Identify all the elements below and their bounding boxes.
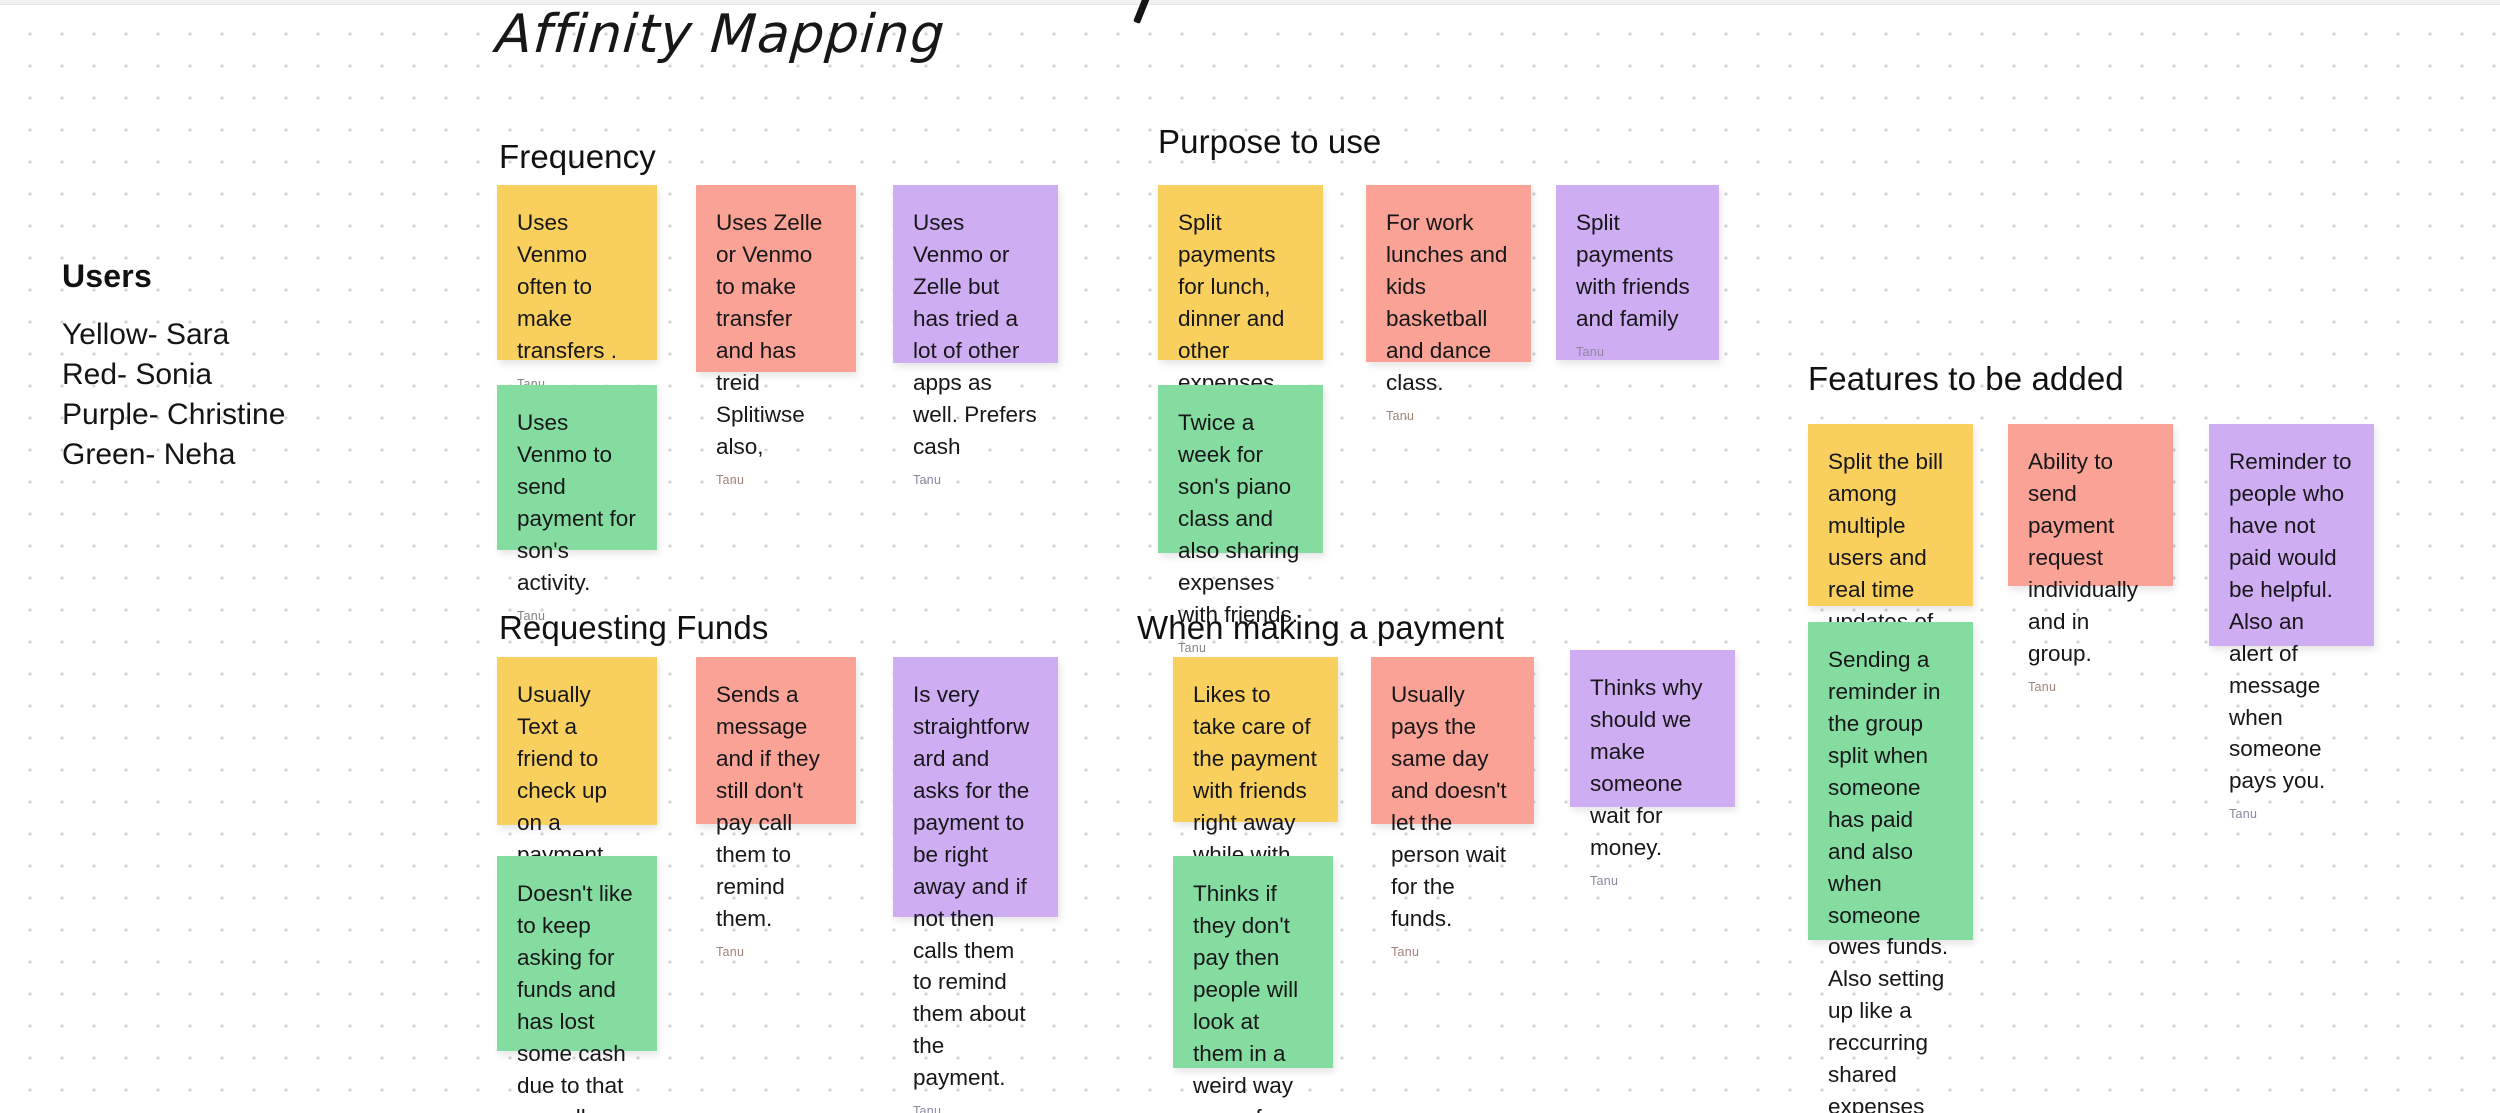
sticky-note[interactable]: Sends a message and if they still don't … (696, 657, 856, 959)
note-author: Tanu (1178, 640, 1207, 655)
sticky-note[interactable]: Sending a reminder in the group split wh… (1808, 622, 1973, 1113)
page-title: Affinity Mapping (493, 4, 948, 65)
note-author: Tanu (517, 608, 546, 623)
note-author: Tanu (2229, 807, 2258, 822)
legend-title: Users (62, 258, 152, 294)
note-author: Tanu (2028, 679, 2057, 694)
sticky-note[interactable]: Uses Venmo to send payment for son's act… (497, 385, 657, 623)
section-heading-frequency: Frequency (499, 138, 656, 175)
top-chrome-strip (0, 0, 2500, 5)
sticky-note[interactable]: Split payments with friends and family T… (1556, 185, 1719, 360)
note-text: Ability to send payment request individu… (2028, 449, 2145, 666)
legend-item-yellow: Yellow- Sara (62, 318, 230, 351)
note-text: Twice a week for son's piano class and a… (1178, 410, 1306, 627)
sticky-note[interactable]: Reminder to people who have not paid wou… (2209, 424, 2374, 821)
note-author: Tanu (716, 944, 745, 959)
note-text: Sends a message and if they still don't … (716, 682, 827, 931)
sticky-note[interactable]: Thinks if they don't pay then people wil… (1173, 856, 1333, 1113)
note-text: Sending a reminder in the group split wh… (1828, 647, 1949, 1113)
sticky-note[interactable]: Is very straightforward and asks for the… (893, 657, 1058, 1113)
note-text: Uses Venmo to send payment for son's act… (517, 410, 643, 595)
sticky-note[interactable]: Split payments for lunch, dinner and oth… (1158, 185, 1323, 455)
note-author: Tanu (913, 1104, 942, 1113)
note-text: Thinks if they don't pay then people wil… (1193, 881, 1299, 1113)
sticky-note[interactable]: Twice a week for son's piano class and a… (1158, 385, 1323, 655)
section-heading-features-to-be-added: Features to be added (1808, 360, 2124, 397)
legend-item-green: Green- Neha (62, 437, 236, 471)
note-author: Tanu (716, 472, 745, 487)
note-text: Thinks why should we make someone wait f… (1590, 675, 1709, 860)
legend-item-red: Red- Sonia (62, 357, 213, 391)
sticky-note[interactable]: Doesn't like to keep asking for funds an… (497, 856, 657, 1113)
note-text: Uses Venmo or Zelle but has tried a lot … (913, 210, 1044, 459)
sticky-note[interactable]: Uses Zelle or Venmo to make transfer and… (696, 185, 856, 487)
note-author: Tanu (1386, 408, 1415, 423)
note-author: Tanu (1590, 873, 1619, 888)
note-author: Tanu (1576, 344, 1605, 359)
sticky-note[interactable]: Thinks why should we make someone wait f… (1570, 650, 1735, 888)
users-legend: Users Yellow- Sara Red- Sonia Purple- Ch… (62, 258, 422, 475)
sticky-note[interactable]: Likes to take care of the payment with f… (1173, 657, 1338, 927)
sticky-note[interactable]: Split the bill among multiple users and … (1808, 424, 1973, 726)
note-text: Doesn't like to keep asking for funds an… (517, 881, 633, 1113)
note-text: For work lunches and kids basketball and… (1386, 210, 1514, 395)
section-heading-purpose-to-use: Purpose to use (1158, 123, 1382, 160)
note-text: Reminder to people who have not paid wou… (2229, 449, 2358, 794)
sticky-note[interactable]: Usually Text a friend to check up on a p… (497, 657, 657, 895)
note-text: Split payments with friends and family (1576, 210, 1697, 331)
note-text: Usually pays the same day and doesn't le… (1391, 682, 1513, 931)
note-author: Tanu (1391, 944, 1420, 959)
sticky-note[interactable]: Ability to send payment request individu… (2008, 424, 2173, 694)
sticky-note[interactable]: Uses Venmo often to make transfers . Tan… (497, 185, 657, 391)
sticky-note[interactable]: Uses Venmo or Zelle but has tried a lot … (893, 185, 1058, 487)
note-text: Uses Zelle or Venmo to make transfer and… (716, 210, 829, 459)
section-heading-requesting-funds: Requesting Funds (499, 609, 769, 646)
note-text: Usually Text a friend to check up on a p… (517, 682, 623, 867)
sticky-note[interactable]: For work lunches and kids basketball and… (1366, 185, 1531, 423)
note-text: Is very straightforward and asks for the… (913, 682, 1036, 1091)
legend-item-purple: Purple- Christine (62, 397, 286, 431)
sticky-note[interactable]: Usually pays the same day and doesn't le… (1371, 657, 1534, 959)
section-heading-when-making-a-payment: When making a payment (1137, 609, 1505, 646)
note-author: Tanu (913, 472, 942, 487)
note-text: Uses Venmo often to make transfers . (517, 210, 618, 363)
